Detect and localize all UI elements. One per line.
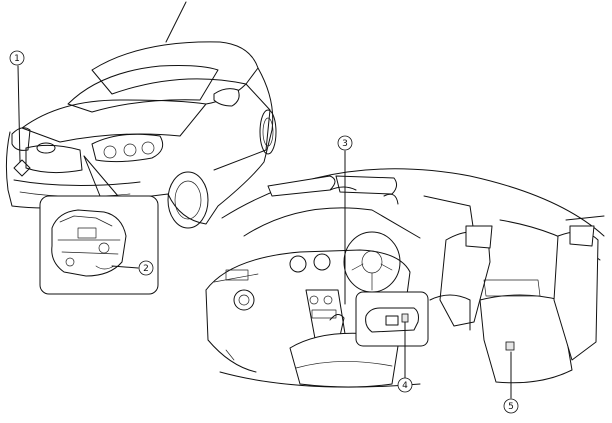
callout-5-label: 5 xyxy=(508,402,514,412)
callout-5: 5 xyxy=(503,398,519,414)
callout-4-label: 4 xyxy=(402,381,408,391)
callout-1-label: 1 xyxy=(14,54,20,64)
callout-3-label: 3 xyxy=(342,139,348,149)
switch-panel-inset xyxy=(355,291,429,379)
callout-2-label: 2 xyxy=(143,264,149,274)
engine-bay-inset xyxy=(39,195,159,295)
callout-4: 4 xyxy=(397,377,413,393)
car-exterior-illustration xyxy=(5,1,277,229)
callout-2: 2 xyxy=(138,260,154,276)
callout-1-leader xyxy=(17,65,21,163)
car-interior-illustration xyxy=(205,168,605,388)
callout-1: 1 xyxy=(9,50,25,66)
callout-3: 3 xyxy=(337,135,353,151)
